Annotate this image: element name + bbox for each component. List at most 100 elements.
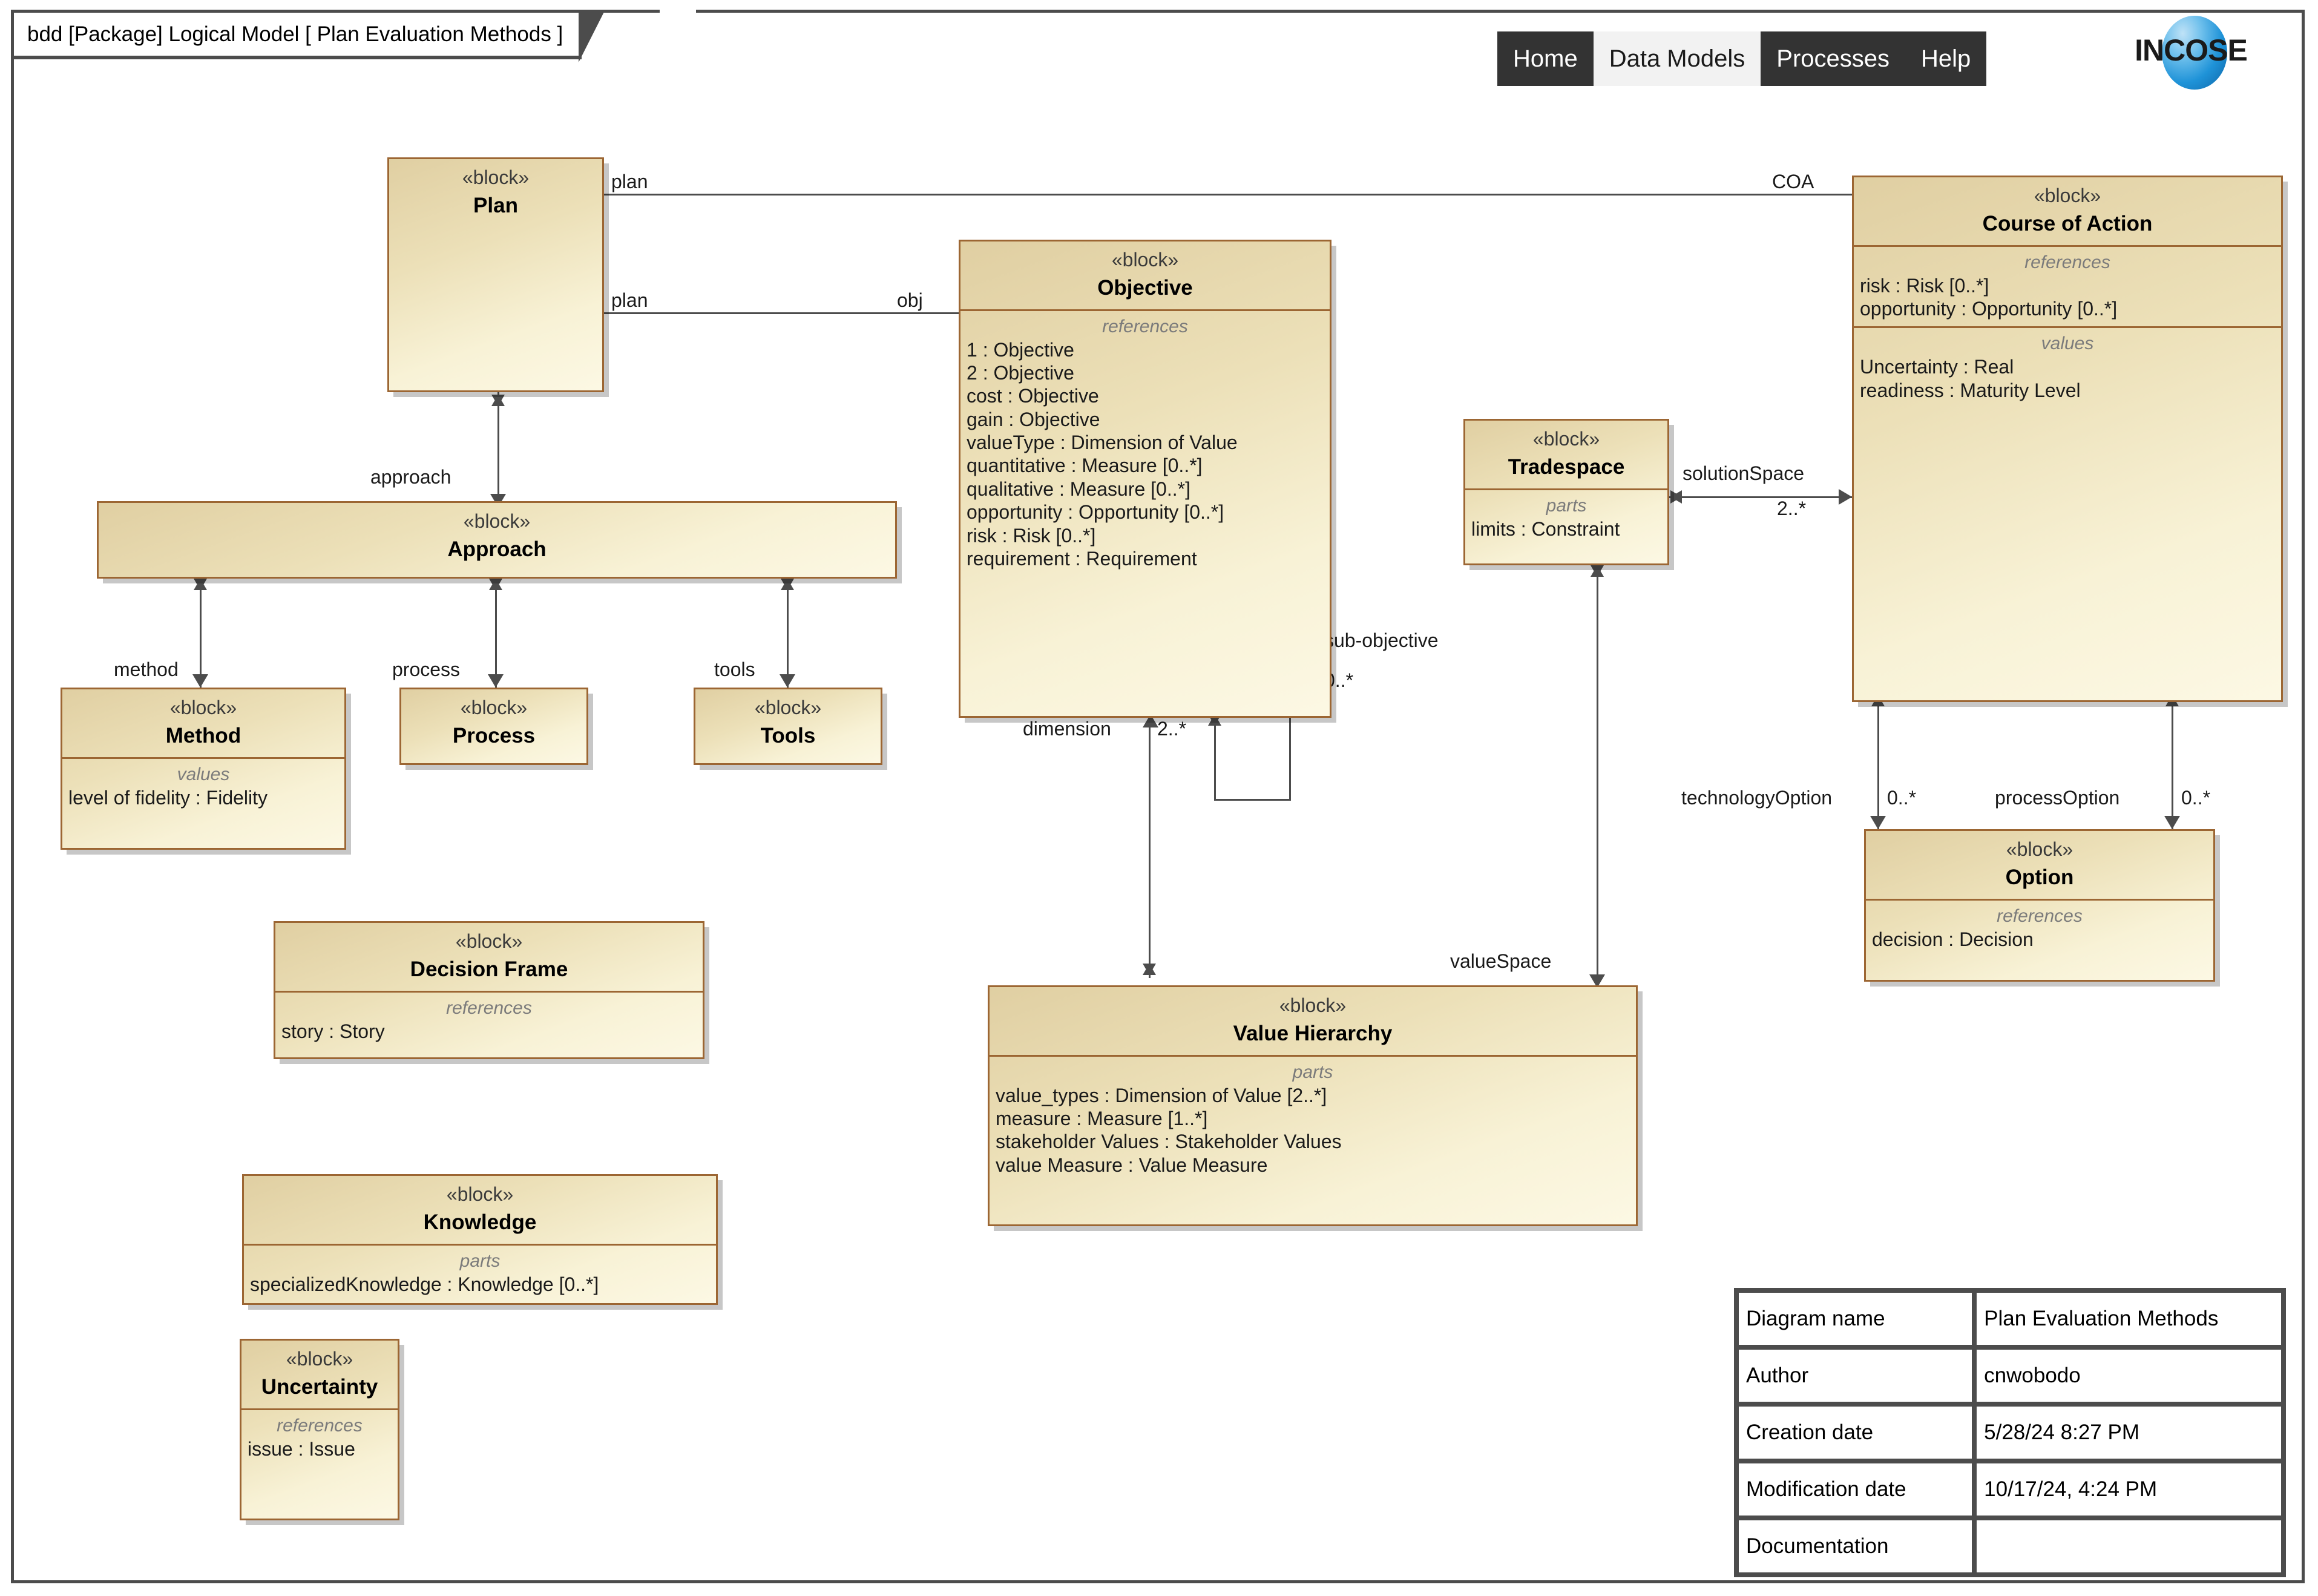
globe-icon — [2162, 16, 2227, 90]
connector-approach-tools — [787, 579, 789, 688]
attribute-requirement: requirement : Requirement — [967, 548, 1197, 570]
block-decision-frame-stereotype: «block» — [455, 930, 523, 952]
attribute-story: story : Story — [281, 1020, 385, 1042]
block-coa-references-compartment: references risk : Risk [0..*] opportunit… — [1854, 245, 2281, 327]
meta-key-modification-date: Modification date — [1736, 1461, 1975, 1518]
attribute-issue: issue : Issue — [248, 1437, 355, 1460]
block-approach-stereotype: «block» — [463, 510, 531, 532]
block-value-hierarchy-stereotype: «block» — [1279, 994, 1347, 1016]
connector-tradespace-valuehierarchy — [1597, 565, 1598, 989]
connector-subobjective-right — [1289, 657, 1291, 800]
nav-item-help[interactable]: Help — [1921, 45, 1971, 72]
table-row: Creation date 5/28/24 8:27 PM — [1736, 1404, 2284, 1461]
connector-plan-objective — [604, 312, 959, 314]
meta-value-diagram-name: Plan Evaluation Methods — [1974, 1290, 2284, 1347]
block-tools-header: «block» Tools — [695, 689, 881, 757]
attribute-risk: risk : Risk [0..*] — [967, 524, 1096, 547]
attribute-cost: cost : Objective — [967, 385, 1099, 407]
attribute-decision: decision : Decision — [1872, 928, 2034, 950]
block-decision-frame[interactable]: «block» Decision Frame references story … — [274, 921, 704, 1059]
block-approach[interactable]: «block» Approach — [97, 501, 897, 579]
label-dimension-multiplicity: 2..* — [1157, 718, 1187, 740]
block-value-hierarchy-parts-compartment: parts value_types : Dimension of Value [… — [990, 1054, 1636, 1183]
connector-subobjective-bottom — [1214, 799, 1291, 801]
block-plan-stereotype: «block» — [462, 166, 530, 188]
label-method: method — [114, 658, 179, 680]
block-decision-frame-name: Decision Frame — [410, 957, 568, 981]
meta-key-creation-date: Creation date — [1736, 1404, 1975, 1461]
block-objective-references-compartment: references 1 : Objective 2 : Objective c… — [960, 309, 1330, 577]
meta-value-documentation — [1974, 1518, 2284, 1575]
title-tab-clip — [660, 10, 696, 65]
label-value-space: valueSpace — [1450, 950, 1552, 972]
block-course-of-action[interactable]: «block» Course of Action references risk… — [1852, 176, 2283, 702]
block-objective-stereotype: «block» — [1111, 249, 1179, 271]
label-process: process — [392, 658, 461, 680]
composition-diamond-solutionspace — [1670, 490, 1682, 504]
block-process[interactable]: «block» Process — [399, 688, 588, 765]
connector-subobjective-left — [1214, 724, 1216, 800]
block-value-hierarchy-header: «block» Value Hierarchy — [990, 987, 1636, 1055]
block-tradespace[interactable]: «block» Tradespace parts limits : Constr… — [1463, 419, 1669, 565]
block-knowledge-name: Knowledge — [423, 1210, 537, 1234]
block-uncertainty-header: «block» Uncertainty — [241, 1341, 398, 1408]
block-plan[interactable]: «block» Plan — [387, 157, 604, 392]
block-tradespace-header: «block» Tradespace — [1465, 421, 1667, 488]
label-obj-end: obj — [897, 289, 923, 311]
composition-diamond-dimension — [1143, 964, 1156, 975]
compartment-label-references: references — [446, 997, 532, 1018]
nav-item-data-models[interactable]: Data Models — [1593, 31, 1761, 86]
arrowhead-solutionspace — [1839, 489, 1852, 505]
attribute-coa-readiness: readiness : Maturity Level — [1860, 379, 2081, 401]
connector-objective-dimension — [1149, 724, 1151, 978]
compartment-label-values: values — [177, 764, 230, 784]
block-objective-name: Objective — [1097, 276, 1193, 300]
block-process-name: Process — [452, 724, 536, 747]
block-coa-values-compartment: values Uncertainty : Real readiness : Ma… — [1854, 326, 2281, 408]
block-uncertainty-name: Uncertainty — [261, 1375, 378, 1399]
compartment-label-references: references — [1997, 905, 2083, 926]
compartment-label-references: references — [1102, 316, 1188, 337]
nav-item-home[interactable]: Home — [1513, 45, 1578, 72]
block-knowledge-stereotype: «block» — [446, 1183, 514, 1205]
block-tools-stereotype: «block» — [754, 697, 822, 718]
attribute-quantitative: quantitative : Measure [0..*] — [967, 455, 1203, 477]
composition-diamond-valuespace — [1591, 565, 1604, 577]
meta-key-documentation: Documentation — [1736, 1518, 1975, 1575]
arrowhead-approach-process — [488, 674, 504, 688]
meta-value-creation-date: 5/28/24 8:27 PM — [1974, 1404, 2284, 1461]
table-row: Modification date 10/17/24, 4:24 PM — [1736, 1461, 2284, 1518]
block-method-stereotype: «block» — [169, 697, 237, 718]
meta-value-modification-date: 10/17/24, 4:24 PM — [1974, 1461, 2284, 1518]
block-tools[interactable]: «block» Tools — [694, 688, 882, 765]
block-value-hierarchy[interactable]: «block» Value Hierarchy parts value_type… — [988, 985, 1638, 1226]
arrowhead-valuespace — [1589, 974, 1605, 988]
meta-key-author: Author — [1736, 1347, 1975, 1404]
block-uncertainty[interactable]: «block» Uncertainty references issue : I… — [240, 1339, 399, 1520]
nav-item-processes[interactable]: Processes — [1776, 45, 1890, 72]
top-navigation[interactable]: Home Data Models Processes Help — [1497, 31, 1987, 86]
attribute-objective-2: 2 : Objective — [967, 361, 1074, 384]
arrowhead-technologyoption — [1870, 816, 1886, 829]
attribute-value-types: value_types : Dimension of Value [2..*] — [996, 1084, 1327, 1106]
block-tradespace-name: Tradespace — [1508, 455, 1625, 479]
block-uncertainty-references-compartment: references issue : Issue — [241, 1408, 398, 1466]
composition-diamond-approach-process — [489, 579, 502, 590]
attribute-measure: measure : Measure [1..*] — [996, 1107, 1208, 1129]
block-method-name: Method — [165, 724, 241, 747]
block-objective[interactable]: «block» Objective references 1 : Objecti… — [959, 240, 1331, 718]
attribute-level-of-fidelity: level of fidelity : Fidelity — [68, 786, 268, 809]
block-option-references-compartment: references decision : Decision — [1866, 898, 2213, 957]
block-knowledge[interactable]: «block» Knowledge parts specializedKnowl… — [242, 1174, 718, 1305]
block-method[interactable]: «block» Method values level of fidelity … — [61, 688, 346, 850]
table-row: Author cnwobodo — [1736, 1347, 2284, 1404]
attribute-valuetype: valueType : Dimension of Value — [967, 432, 1238, 454]
attribute-opportunity: opportunity : Opportunity [0..*] — [967, 501, 1224, 524]
composition-diamond-plan-approach — [491, 395, 505, 406]
block-tools-name: Tools — [760, 724, 816, 747]
composition-diamond-approach-method — [194, 579, 207, 590]
block-course-of-action-header: «block» Course of Action — [1854, 177, 2281, 245]
label-process-option: processOption — [1995, 787, 2120, 809]
attribute-coa-risk: risk : Risk [0..*] — [1860, 274, 1989, 297]
block-option[interactable]: «block» Option references decision : Dec… — [1864, 829, 2215, 982]
